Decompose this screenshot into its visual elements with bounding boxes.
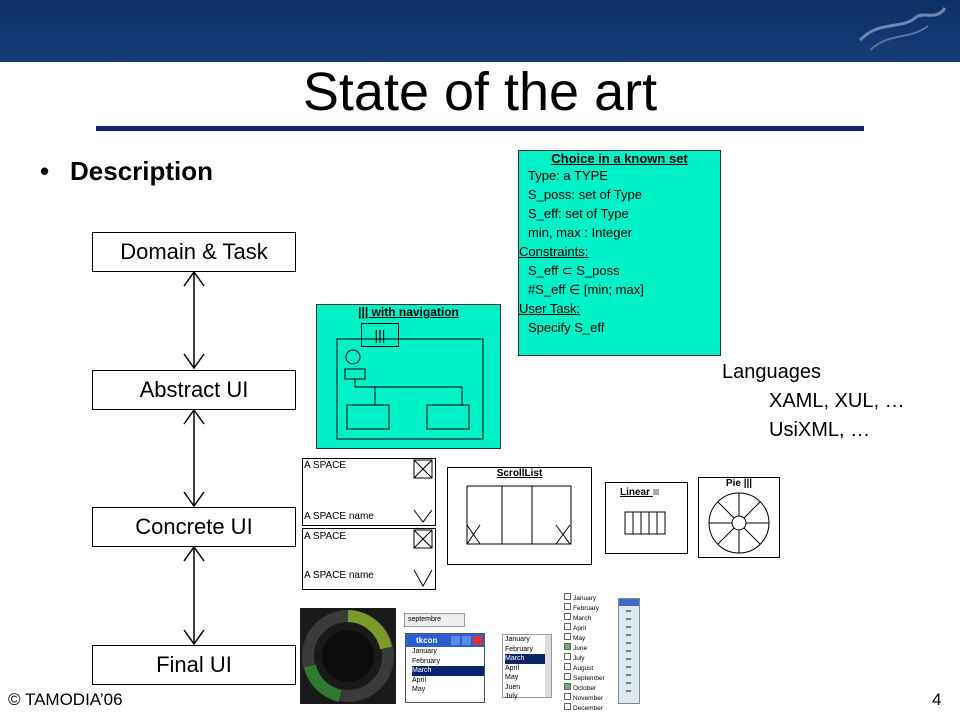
level-final-ui: Final UI bbox=[92, 645, 296, 685]
checkbox-item[interactable]: January bbox=[564, 593, 614, 603]
user-task-text: Specify S_eff bbox=[528, 320, 605, 335]
level-domain-task: Domain & Task bbox=[92, 232, 296, 272]
choice-line-type: Type: a TYPE bbox=[528, 168, 608, 183]
linear-label: Linear bbox=[606, 483, 687, 498]
space-label-2: A SPACE name bbox=[304, 511, 374, 522]
choice-line-seff: S_eff: set of Type bbox=[528, 206, 629, 221]
footer-copyright: © TAMODIA’06 bbox=[8, 690, 123, 709]
choice-box-header: Choice in a known set bbox=[551, 151, 688, 166]
linear-diagram bbox=[624, 511, 666, 535]
linear-label-text: Linear bbox=[620, 487, 651, 498]
scrolllist-widget: ScrollList bbox=[447, 467, 592, 565]
checkbox-item[interactable]: November bbox=[564, 693, 614, 703]
space-close-icons bbox=[413, 459, 433, 588]
listbox-scrollbar[interactable] bbox=[545, 635, 551, 697]
choice-known-set-box: Choice in a known set Type: a TYPE S_pos… bbox=[518, 150, 721, 356]
space-label-1: A SPACE bbox=[304, 460, 347, 471]
scrolllist-label: ScrollList bbox=[496, 468, 543, 479]
circular-ring-icon bbox=[302, 610, 394, 702]
list-item[interactable]: May bbox=[412, 686, 426, 693]
linear-marker-icon bbox=[652, 489, 659, 495]
tkcon-window: tkcon January February March April May bbox=[405, 633, 485, 703]
choice-line-sposs: S_poss: set of Type bbox=[528, 187, 642, 202]
maximize-icon[interactable] bbox=[462, 636, 471, 645]
bullet-description: • Description bbox=[40, 156, 213, 187]
space-label-3: A SPACE bbox=[304, 531, 347, 542]
list-item[interactable]: April bbox=[412, 676, 427, 684]
combo-value: septembre bbox=[408, 616, 442, 623]
list-item[interactable]: Juen bbox=[505, 683, 521, 691]
list-item-selected[interactable]: March bbox=[412, 666, 484, 676]
checkbox-item[interactable]: September bbox=[564, 673, 614, 683]
languages-line1: XAML, XUL, … bbox=[769, 390, 905, 412]
user-task-label: User Task: bbox=[519, 301, 581, 316]
nav-structure-diagram bbox=[336, 338, 484, 440]
nav-bars-box: ||| bbox=[361, 323, 399, 347]
month-listbox[interactable]: January February March April May Juen Ju… bbox=[502, 634, 552, 700]
pie-label: Pie ||| bbox=[725, 478, 753, 489]
bullet-dot-icon: • bbox=[40, 156, 50, 186]
checkbox-item[interactable]: August bbox=[564, 663, 614, 673]
checkbox-item[interactable]: February bbox=[564, 603, 614, 613]
space-panel: A SPACE A SPACE name A SPACE A SPACE nam… bbox=[302, 458, 436, 590]
checkbox-item-checked[interactable]: June bbox=[564, 643, 614, 653]
constraint-cardinality: #S_eff ∈ [min; max] bbox=[528, 282, 644, 297]
list-item[interactable]: February bbox=[505, 645, 534, 653]
circular-selector[interactable] bbox=[300, 608, 396, 704]
toggle-column-header bbox=[619, 599, 639, 606]
close-icon[interactable] bbox=[473, 636, 482, 645]
list-item[interactable]: January bbox=[412, 648, 437, 655]
scrolllist-diagram bbox=[466, 485, 572, 545]
pie-widget: Pie ||| bbox=[698, 477, 780, 558]
constraints-label: Constraints: bbox=[519, 244, 589, 259]
checkbox-item[interactable]: December bbox=[564, 703, 614, 713]
tkcon-title: tkcon bbox=[416, 636, 438, 645]
checkbox-item[interactable]: April bbox=[564, 623, 614, 633]
list-item[interactable]: April bbox=[505, 664, 520, 672]
constraint-subset: S_eff ⊂ S_poss bbox=[528, 263, 620, 278]
combo-box[interactable]: septembre bbox=[404, 613, 465, 627]
languages-block: Languages XAML, XUL, … UsiXML, … bbox=[722, 358, 905, 445]
toggle-column-marks-icon bbox=[626, 610, 631, 692]
toggle-column[interactable] bbox=[618, 598, 640, 704]
languages-heading: Languages bbox=[722, 361, 821, 383]
checkbox-item[interactable]: March bbox=[564, 613, 614, 623]
header-bar bbox=[0, 0, 960, 62]
slide-title: State of the art bbox=[302, 62, 658, 122]
tkcon-list[interactable]: January February March April May bbox=[406, 647, 484, 695]
pie-diagram bbox=[708, 492, 770, 554]
list-item[interactable]: May bbox=[505, 674, 519, 681]
list-item[interactable]: January bbox=[505, 636, 530, 643]
mountain-logo-icon bbox=[858, 7, 947, 51]
checkbox-item[interactable]: May bbox=[564, 633, 614, 643]
languages-line2: UsiXML, … bbox=[769, 419, 871, 441]
list-item[interactable]: July bbox=[505, 693, 518, 700]
level-arrows bbox=[183, 270, 205, 646]
minimize-icon[interactable] bbox=[451, 636, 460, 645]
title-underline bbox=[96, 126, 864, 131]
choice-line-minmax: min, max : Integer bbox=[528, 225, 633, 240]
bullet-text: Description bbox=[70, 156, 214, 186]
checkbox-item-checked[interactable]: October bbox=[564, 683, 614, 693]
tkcon-titlebar: tkcon bbox=[406, 634, 484, 647]
checkbox-month-list: January February March April May June Ju… bbox=[564, 593, 614, 712]
level-abstract-ui: Abstract UI bbox=[92, 370, 296, 410]
list-item-selected[interactable]: March bbox=[505, 654, 551, 664]
page-number: 4 bbox=[932, 690, 942, 709]
nav-box: ||| with navigation ||| bbox=[316, 304, 501, 449]
linear-widget: Linear bbox=[605, 482, 688, 554]
checkbox-item[interactable]: July bbox=[564, 653, 614, 663]
space-label-4: A SPACE name bbox=[304, 570, 374, 581]
nav-box-header: ||| with navigation bbox=[358, 305, 459, 319]
list-item[interactable]: February bbox=[412, 657, 441, 665]
